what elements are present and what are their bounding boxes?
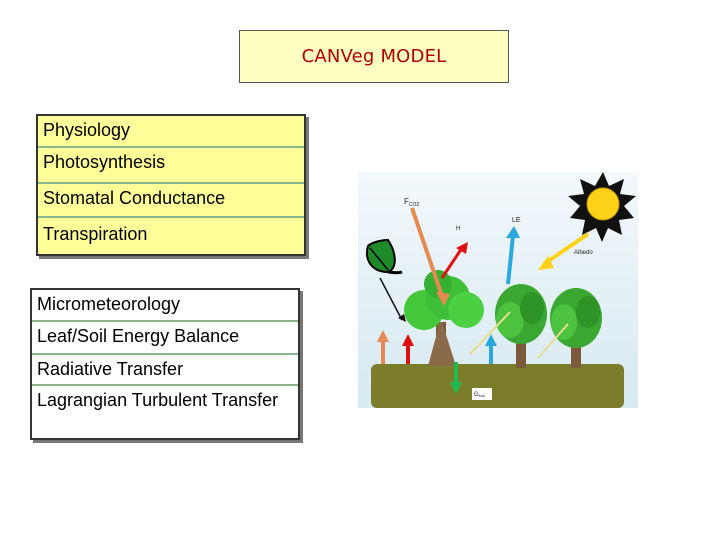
gsoil-label: Gsoil: [474, 392, 485, 398]
physiology-heading: Physiology: [38, 120, 304, 141]
tree-right: [550, 288, 602, 368]
micrometeorology-heading: Micrometeorology: [32, 294, 298, 315]
diffuse-radiation-arrows: [469, 311, 569, 359]
incoming-radiation-arrow: [379, 277, 406, 322]
radiative-transfer-label: Radiative Transfer: [32, 353, 298, 385]
canopy-flux-illustration: FCO2 H LE Albedo Gsoil: [358, 172, 638, 408]
shortwave-arrow: [538, 232, 590, 270]
soil-co2-arrow: [377, 330, 389, 364]
stomatal-conductance-label: Stomatal Conductance: [38, 182, 304, 216]
tree-left: [404, 270, 484, 366]
soil-heat-up-arrow: [402, 334, 414, 364]
energy-balance-label: Leaf/Soil Energy Balance: [32, 320, 298, 354]
fco2-label: FCO2: [404, 197, 419, 208]
albedo-label: Albedo: [574, 250, 593, 256]
micrometeorology-panel: Micrometeorology Leaf/Soil Energy Balanc…: [30, 288, 300, 440]
gsoil-label-bg: [472, 388, 492, 400]
transpiration-label: Transpiration: [38, 216, 304, 254]
title-box: CANVeg MODEL: [239, 30, 509, 83]
co2-flux-arrow: [410, 207, 450, 306]
tree-middle: [495, 284, 547, 368]
soil-ground: [371, 364, 624, 408]
ground-heat-flux-arrow: [450, 362, 462, 394]
sun-icon: [568, 172, 636, 242]
latent-heat-arrow: [506, 226, 520, 285]
soil-latent-arrow: [485, 334, 497, 364]
sensible-heat-arrow: [440, 242, 468, 279]
h-label: H: [456, 226, 460, 232]
le-label: LE: [512, 217, 521, 224]
page-title: CANVeg MODEL: [301, 46, 447, 67]
physiology-panel: Physiology Photosynthesis Stomatal Condu…: [36, 114, 306, 256]
photosynthesis-label: Photosynthesis: [38, 146, 304, 182]
lagrangian-transfer-label: Lagrangian Turbulent Transfer: [32, 384, 298, 438]
leaf-icon: [366, 238, 403, 275]
